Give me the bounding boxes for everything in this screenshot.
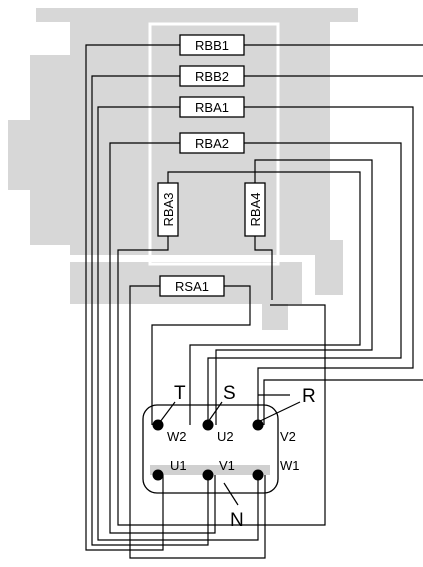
resistor-rba3: RBA3 [157,182,179,237]
resistor-rbb2-label: RBB2 [195,69,229,84]
resistor-rba3-label: RBA3 [161,193,176,227]
terminal-w2-label: W2 [167,429,187,444]
terminal-v2-label: V2 [280,429,296,444]
resistor-rba2-label: RBA2 [195,136,229,151]
resistor-rba4-label: RBA4 [248,193,263,227]
terminal-w2 [152,419,164,431]
wiring [85,44,423,559]
phase-t-label: T [174,383,186,404]
resistor-rbb1-label: RBB1 [195,38,229,53]
resistor-rsa1: RSA1 [159,275,225,297]
terminal-w1-label: W1 [280,458,300,473]
terminal-labels: W2 U2 V2 U1 V1 W1 [167,429,300,473]
terminal-v1-label: V1 [219,458,235,473]
resistor-rba2: RBA2 [179,132,245,154]
terminal-v1 [202,469,214,481]
resistor-rsa1-label: RSA1 [175,279,209,294]
terminal-u1 [152,469,164,481]
terminal-w1 [252,469,264,481]
resistor-rba1: RBA1 [179,96,245,118]
resistor-rbb1: RBB1 [179,34,245,56]
resistors: RBB1 RBB2 RBA1 RBA2 RBA3 RBA4 RSA1 [157,34,266,297]
resistor-rba1-label: RBA1 [195,100,229,115]
terminal-u2 [202,419,214,431]
terminal-u1-label: U1 [170,458,187,473]
phase-n-label: N [230,510,244,531]
phase-leaders [159,401,301,506]
terminal-v2 [252,419,264,431]
phase-labels: T S R N [174,383,316,531]
resistor-rba4: RBA4 [244,182,266,237]
terminal-box [142,404,279,494]
terminal-u2-label: U2 [217,429,234,444]
resistor-rbb2: RBB2 [179,65,245,87]
phase-s-label: S [223,383,236,404]
phase-r-label: R [302,386,316,407]
